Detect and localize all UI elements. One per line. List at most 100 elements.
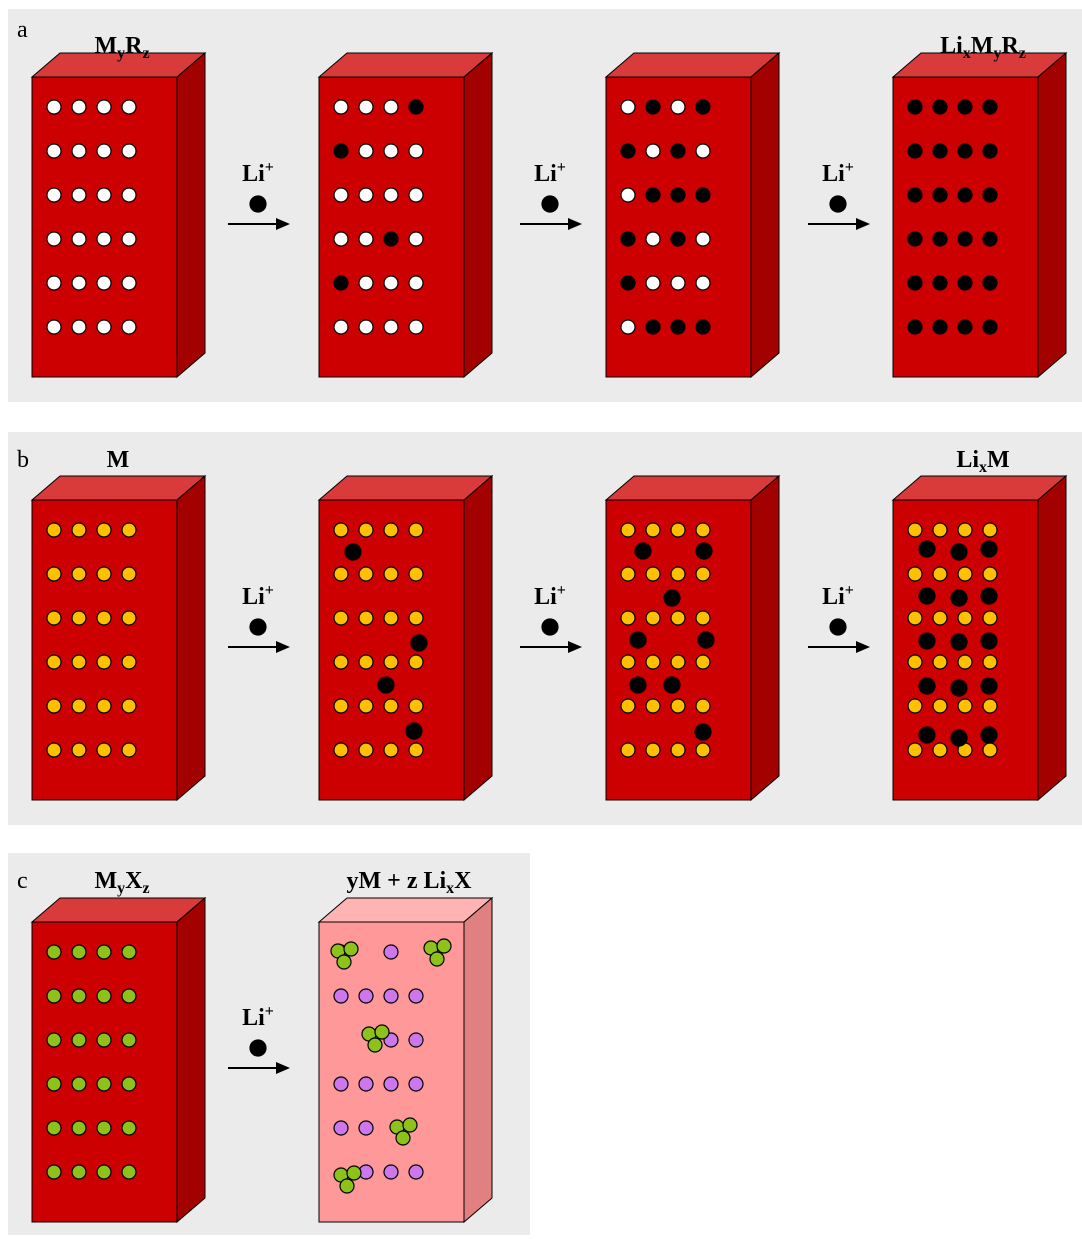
lix-cluster-atom	[395, 1130, 411, 1146]
metal-atom	[358, 1076, 374, 1092]
li-ion-atom	[829, 195, 847, 213]
host-atom	[670, 566, 686, 582]
x-atom	[46, 1120, 62, 1136]
host-atom	[358, 742, 374, 758]
li-atom	[663, 589, 681, 607]
host-atom	[71, 742, 87, 758]
host-atom	[71, 698, 87, 714]
host-atom	[957, 522, 973, 538]
host-atom	[620, 654, 636, 670]
insertion-arrow: Li+	[228, 159, 290, 230]
lattice-site	[695, 275, 711, 291]
host-atom	[46, 522, 62, 538]
li-atom	[634, 542, 652, 560]
host-block	[604, 51, 781, 379]
host-atom	[96, 566, 112, 582]
lattice-site	[907, 99, 923, 115]
li-atom	[629, 676, 647, 694]
lattice-site	[333, 99, 349, 115]
block-side-face	[750, 51, 780, 379]
lattice-site	[71, 99, 87, 115]
x-atom	[71, 1032, 87, 1048]
host-atom	[932, 654, 948, 670]
lattice-site	[408, 275, 424, 291]
lattice-site	[333, 231, 349, 247]
block-top-face	[317, 897, 494, 923]
li-atom	[980, 587, 998, 605]
lix-cluster-atom	[429, 951, 445, 967]
block-side-face	[463, 474, 493, 802]
li-atom	[918, 677, 936, 695]
host-atom	[645, 698, 661, 714]
lattice-site	[383, 275, 399, 291]
lattice-site	[645, 187, 661, 203]
insertion-arrow: Li+	[520, 159, 582, 230]
li-atom	[918, 632, 936, 650]
x-atom	[71, 1076, 87, 1092]
insertion-arrow: Li+	[228, 582, 290, 653]
arrow-head	[856, 218, 870, 230]
host-atom	[358, 522, 374, 538]
lattice-site	[957, 275, 973, 291]
li-atom	[629, 631, 647, 649]
lattice-site	[982, 143, 998, 159]
x-atom	[96, 944, 112, 960]
x-atom	[121, 1076, 137, 1092]
host-atom	[121, 610, 137, 626]
host-atom	[695, 654, 711, 670]
metal-atom	[333, 1120, 349, 1136]
lattice-site	[982, 187, 998, 203]
host-atom	[670, 698, 686, 714]
host-atom	[358, 610, 374, 626]
metal-atom	[333, 1076, 349, 1092]
host-atom	[408, 698, 424, 714]
arrow-head	[276, 1062, 290, 1074]
x-atom	[46, 1076, 62, 1092]
host-atom	[907, 566, 923, 582]
host-atom	[695, 566, 711, 582]
lattice-site	[96, 319, 112, 335]
li-ion-label: Li+	[242, 159, 274, 187]
lattice-site	[670, 143, 686, 159]
host-atom	[333, 522, 349, 538]
host-atom	[620, 698, 636, 714]
product-block	[317, 896, 494, 1224]
block-top-face	[30, 897, 207, 923]
block-formula: M	[107, 447, 130, 473]
lattice-site	[670, 231, 686, 247]
host-block	[30, 896, 207, 1224]
host-atom	[957, 566, 973, 582]
host-atom	[358, 654, 374, 670]
insertion-arrow: Li+	[808, 159, 870, 230]
host-atom	[383, 698, 399, 714]
host-atom	[383, 610, 399, 626]
lix-cluster-atom	[374, 1024, 390, 1040]
lattice-site	[620, 319, 636, 335]
li-atom	[980, 726, 998, 744]
metal-atom	[358, 1120, 374, 1136]
insertion-arrow: Li+	[228, 1003, 290, 1074]
host-atom	[695, 742, 711, 758]
lattice-site	[982, 99, 998, 115]
lattice-site	[121, 275, 137, 291]
x-atom	[121, 1120, 137, 1136]
lattice-site	[957, 143, 973, 159]
lattice-site	[71, 187, 87, 203]
lattice-site	[932, 187, 948, 203]
arrow-head	[856, 641, 870, 653]
panel-letter-b: b	[17, 447, 29, 473]
li-ion-atom	[541, 618, 559, 636]
host-atom	[907, 522, 923, 538]
li-atom	[694, 723, 712, 741]
host-atom	[383, 742, 399, 758]
lix-cluster-atom	[343, 941, 359, 957]
x-atom	[46, 944, 62, 960]
host-atom	[71, 522, 87, 538]
host-block	[30, 474, 207, 802]
host-atom	[982, 566, 998, 582]
lix-cluster-atom	[346, 1165, 362, 1181]
lattice-site	[645, 143, 661, 159]
lattice-site	[645, 99, 661, 115]
lattice-site	[620, 143, 636, 159]
host-atom	[982, 654, 998, 670]
